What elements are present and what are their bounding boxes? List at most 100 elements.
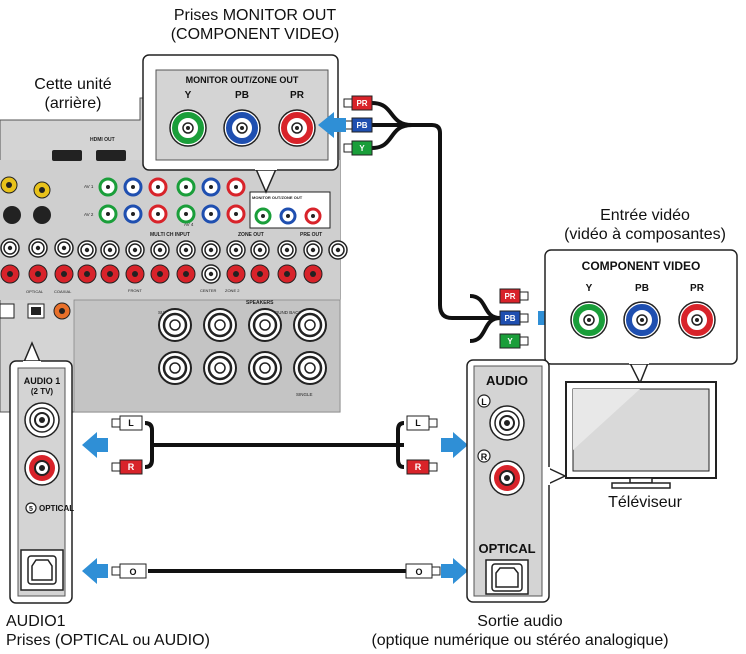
receiver-optical-port — [20, 549, 64, 591]
tv-optical-port — [485, 559, 529, 595]
av2-label: AV 2 — [84, 212, 94, 217]
panel-front-label: FRONT — [128, 288, 142, 293]
hdmi-out-1-port — [52, 150, 82, 161]
plug-l-right-label: L — [415, 418, 421, 428]
tv-pr-jack — [678, 301, 716, 339]
plug-r-left-label: R — [128, 462, 135, 472]
receiver-audio1-subtitle: (2 TV) — [31, 387, 54, 396]
arrow-to-receiver-optical — [82, 558, 108, 584]
tv-pr-label: PR — [690, 283, 705, 294]
tv-pb-label: PB — [635, 283, 649, 294]
plug-y-left: Y — [343, 140, 373, 156]
plug-y-left-label: Y — [359, 144, 365, 153]
analog-audio-cable: L R L R — [111, 415, 438, 475]
panel-coaxial-label: COAXIAL — [54, 289, 72, 294]
tv-y-jack — [570, 301, 608, 339]
receiver-audio-r-jack — [24, 450, 60, 486]
hdmi-out-label: HDMI OUT — [90, 137, 115, 143]
receiver-speaker-terminals: SPEAKERS SURROUND SURROUND BACK SINGLE — [157, 300, 328, 397]
tv-audio-r-jack — [489, 460, 525, 496]
plug-r-left: R — [111, 459, 143, 475]
plug-o-right-label: O — [415, 567, 422, 577]
single-label: SINGLE — [296, 392, 313, 397]
callout-monitor-title: MONITOR OUT/ZONE OUT — [186, 75, 299, 85]
speakers-label: SPEAKERS — [246, 300, 274, 306]
tv-audio-callout: AUDIO L R OPTICAL — [466, 359, 567, 603]
plug-l-left: L — [111, 415, 143, 431]
audio1-label: AUDIO1 Prises (OPTICAL ou AUDIO) — [6, 612, 210, 650]
hdmi-out-2-port — [96, 150, 126, 161]
callout-pb-label: PB — [235, 90, 249, 101]
tv-audio-l-label: L — [481, 397, 487, 407]
tv-component-title: COMPONENT VIDEO — [582, 259, 701, 273]
television-icon — [565, 381, 717, 489]
plug-pb-left-label: PB — [356, 121, 367, 130]
callout-pb-jack — [223, 109, 261, 147]
panel-center-label: CENTER — [200, 288, 217, 293]
receiver-audio1-title: AUDIO 1 — [24, 376, 61, 386]
receiver-rear-panel: HDMI OUT OPTICAL COAXIAL AV 1 — [0, 97, 348, 413]
plug-y-right: Y — [499, 333, 529, 349]
audio1-label-line1: AUDIO1 — [6, 613, 66, 630]
audio1-label-line2: Prises (OPTICAL ou AUDIO) — [6, 632, 210, 649]
video-input-label-line2: (vidéo à composantes) — [564, 226, 726, 243]
receiver-optical-number: 5 — [29, 506, 33, 513]
panel-optical-label: OPTICAL — [26, 289, 44, 294]
pre-out-label: PRE OUT — [300, 232, 322, 238]
receiver-component-inputs: AV 1 AV 2 AV 3 AV 4 MONITOR OUT/ZONE OUT — [84, 166, 331, 229]
monitor-out-callout: MONITOR OUT/ZONE OUT Y PB PR — [142, 54, 339, 194]
receiver-audio-l-jack — [24, 402, 60, 438]
surround-back-label: SURROUND BACK — [262, 310, 302, 315]
receiver-multi-ch-input: MULTI CH INPUT ZONE OUT PRE OUT FRONT CE… — [77, 232, 348, 293]
av1-label: AV 1 — [84, 184, 94, 189]
unit-label: Cette unité (arrière) — [18, 75, 128, 113]
plug-r-right-label: R — [415, 462, 422, 472]
plug-pr-left: PR — [343, 95, 373, 111]
optical-cable: O O — [111, 563, 441, 579]
multi-ch-input-label: MULTI CH INPUT — [150, 232, 190, 238]
tv-pb-jack — [623, 301, 661, 339]
tv-audio-r-label: R — [481, 452, 488, 462]
receiver-optical-title: OPTICAL — [39, 504, 74, 513]
plug-r-right: R — [406, 459, 438, 475]
callout-pr-jack — [278, 109, 316, 147]
callout-y-jack — [169, 109, 207, 147]
component-video-cable: PR PB Y PR PB Y — [343, 95, 529, 349]
tv-component-callout: COMPONENT VIDEO Y PB PR — [544, 249, 738, 385]
unit-label-line1: Cette unité — [34, 76, 112, 93]
receiver-left-jacks: OPTICAL COAXIAL — [0, 176, 74, 320]
plug-o-left-label: O — [129, 567, 136, 577]
av4-label: AV 4 — [184, 222, 194, 227]
monitor-out-title: Prises MONITOR OUT (COMPONENT VIDEO) — [150, 6, 360, 44]
plug-pr-right-label: PR — [504, 292, 515, 301]
plug-pr-right: PR — [499, 288, 529, 304]
tv-audio-l-jack — [489, 405, 525, 441]
plug-o-right: O — [405, 563, 441, 579]
plug-o-left: O — [111, 563, 147, 579]
zone-out-label: ZONE OUT — [238, 232, 264, 238]
plug-pb-left: PB — [343, 117, 373, 133]
arrow-to-receiver-analog — [82, 432, 108, 458]
callout-pr-label: PR — [290, 90, 305, 101]
monitor-out-title-line1: Prises MONITOR OUT — [173, 7, 337, 24]
tv-audio-title: AUDIO — [486, 373, 528, 388]
monitor-out-title-line2: (COMPONENT VIDEO) — [170, 26, 340, 43]
panel-zone2-label: ZONE 2 — [225, 288, 240, 293]
receiver-audio-callout: AUDIO 1 (2 TV) 5 OPTICAL — [9, 341, 74, 604]
tv-label: Téléviseur — [608, 494, 682, 511]
plug-y-right-label: Y — [507, 337, 513, 346]
tv-optical-title: OPTICAL — [478, 541, 535, 556]
plug-pr-left-label: PR — [356, 99, 367, 108]
plug-l-right: L — [406, 415, 438, 431]
arrow-to-tv-analog — [441, 432, 468, 458]
audio-output-label: Sortie audio (optique numérique ou stéré… — [325, 612, 715, 650]
video-input-label: Entrée vidéo (vidéo à composantes) — [550, 206, 740, 244]
arrow-to-monitor-out — [318, 112, 346, 138]
tv-y-label: Y — [586, 283, 593, 294]
video-input-label-line1: Entrée vidéo — [600, 207, 690, 224]
panel-monitor-zone-out-label: MONITOR OUT/ZONE OUT — [252, 195, 303, 200]
unit-label-line2: (arrière) — [44, 95, 102, 112]
audio-output-label-line1: Sortie audio — [477, 613, 563, 630]
callout-y-label: Y — [185, 90, 192, 101]
plug-pb-right: PB — [499, 310, 529, 326]
